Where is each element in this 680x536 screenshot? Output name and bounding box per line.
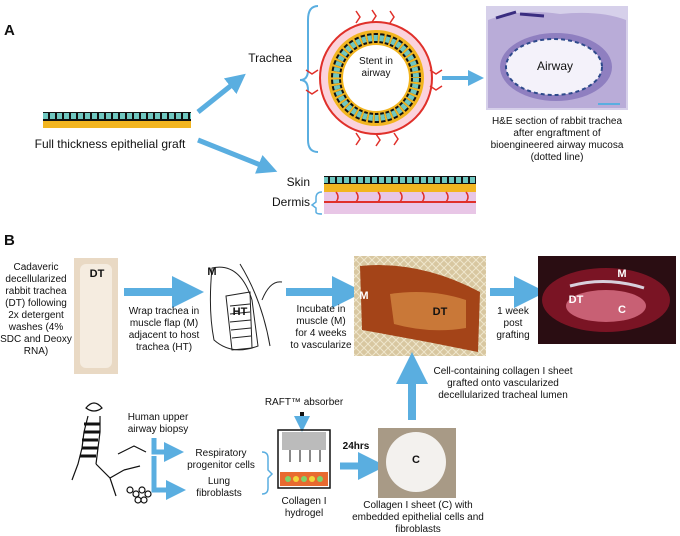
sheet-c-label: C [412, 454, 420, 466]
ht-label: HT [232, 306, 248, 318]
raft-hydrogel [277, 412, 331, 489]
dermis-label: Dermis [272, 195, 310, 209]
hrs-label: 24hrs [342, 441, 370, 452]
photo4-dt-label: DT [568, 294, 584, 306]
he-section-image [486, 6, 628, 110]
one-week-photo [538, 256, 676, 344]
sheet-text: Collagen I sheet (C) with embedded epith… [352, 500, 484, 535]
photo4-c-label: C [618, 304, 626, 316]
skin-dermis-diagram [310, 176, 476, 215]
he-caption: H&E section of rabbit trachea after engr… [490, 116, 624, 163]
graft-label: Full thickness epithelial graft [34, 137, 186, 151]
hydrogel-text: Collagen I hydrogel [281, 496, 327, 519]
incubate-text: Incubate in muscle (M) for 4 weeks to va… [290, 304, 352, 351]
arrow-to-skin [197, 137, 278, 174]
cell-sheet-text: Cell-containing collagen I sheet grafted… [433, 366, 573, 401]
full-thickness-graft [43, 112, 191, 128]
trachea-label: Trachea [248, 51, 292, 65]
fibroblasts-text: Lung fibroblasts [196, 476, 242, 499]
wrap-text: Wrap trachea in muscle flap (M) adjacent… [128, 306, 200, 353]
arrow-biopsy-progenitor [151, 438, 184, 462]
panel-b-letter: B [4, 232, 15, 249]
bracket-cells [261, 451, 274, 495]
airway-lung-drawing [71, 402, 152, 504]
progenitor-text: Respiratory progenitor cells [187, 448, 255, 471]
dt-label: DT [89, 268, 105, 280]
skin-label: Skin [286, 175, 310, 189]
arrow-to-trachea [196, 73, 246, 114]
stent-label: Stent in airway [359, 56, 393, 79]
incubated-photo [354, 256, 486, 356]
cadaveric-text: Cadaveric decellularized rabbit trachea … [0, 262, 72, 357]
photo4-m-label: M [617, 268, 627, 280]
photo3-m-label: M [359, 290, 369, 302]
photo3-dt-label: DT [432, 306, 448, 318]
raft-text: RAFT™ absorber [264, 397, 344, 408]
trachea-bracket [299, 5, 319, 153]
arrow-biopsy-fibroblast [151, 456, 186, 500]
collagen-sheet-photo [378, 428, 456, 498]
muscle-flap-drawing [209, 263, 283, 351]
week-text: 1 week post grafting [496, 306, 530, 341]
dt-photo [74, 258, 118, 374]
airway-label: Airway [536, 59, 573, 73]
panel-a-letter: A [4, 22, 15, 39]
biopsy-text: Human upper airway biopsy [127, 412, 189, 435]
trachea-cross-section [305, 9, 443, 147]
muscle-m-label: M [207, 266, 217, 278]
